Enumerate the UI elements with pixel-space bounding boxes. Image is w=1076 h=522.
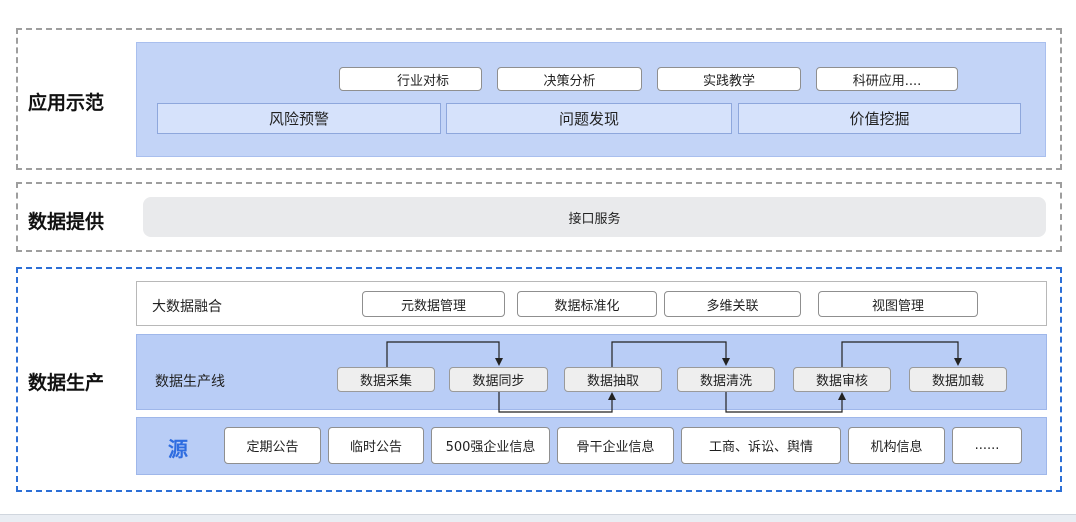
chip-metadata-management: 元数据管理 [362, 291, 505, 317]
source-top500-enterprise: 500强企业信息 [431, 427, 550, 464]
source-business-litigation-opinion: 工商、诉讼、舆情 [681, 427, 841, 464]
chip-practice-teaching: 实践教学 [657, 67, 801, 91]
box-problem-discovery: 问题发现 [446, 103, 732, 134]
fusion-label: 大数据融合 [152, 299, 222, 315]
interface-service-bar: 接口服务 [143, 197, 1046, 237]
source-backbone-enterprise: 骨干企业信息 [557, 427, 674, 464]
chip-research-application: 科研应用.... [816, 67, 958, 91]
box-value-mining: 价值挖掘 [738, 103, 1021, 134]
step-data-loading: 数据加载 [909, 367, 1007, 392]
provision-section-label: 数据提供 [28, 211, 105, 233]
source-institution-info: 机构信息 [848, 427, 945, 464]
pipeline-label: 数据生产线 [155, 374, 225, 390]
application-section-label: 应用示范 [28, 92, 105, 114]
step-data-review: 数据审核 [793, 367, 891, 392]
source-periodic-announcement: 定期公告 [224, 427, 321, 464]
chip-industry-benchmark: 行业对标 [339, 67, 482, 91]
bottom-edge [0, 514, 1076, 522]
source-temporary-announcement: 临时公告 [328, 427, 424, 464]
box-risk-warning: 风险预警 [157, 103, 441, 134]
chip-data-standardization: 数据标准化 [517, 291, 657, 317]
step-data-extraction: 数据抽取 [564, 367, 662, 392]
interface-service-text: 接口服务 [568, 211, 621, 227]
application-section [16, 28, 1062, 170]
chip-view-management: 视图管理 [818, 291, 978, 317]
production-section-label: 数据生产 [28, 372, 105, 394]
step-data-collection: 数据采集 [337, 367, 435, 392]
step-data-cleaning: 数据清洗 [677, 367, 775, 392]
provision-section [16, 182, 1062, 252]
source-more: ...... [952, 427, 1022, 464]
step-data-sync: 数据同步 [449, 367, 548, 392]
source-label: 源 [168, 437, 188, 461]
chip-decision-analysis: 决策分析 [497, 67, 642, 91]
production-section [16, 267, 1062, 492]
chip-multidimensional-association: 多维关联 [664, 291, 801, 317]
application-panel [136, 42, 1046, 157]
